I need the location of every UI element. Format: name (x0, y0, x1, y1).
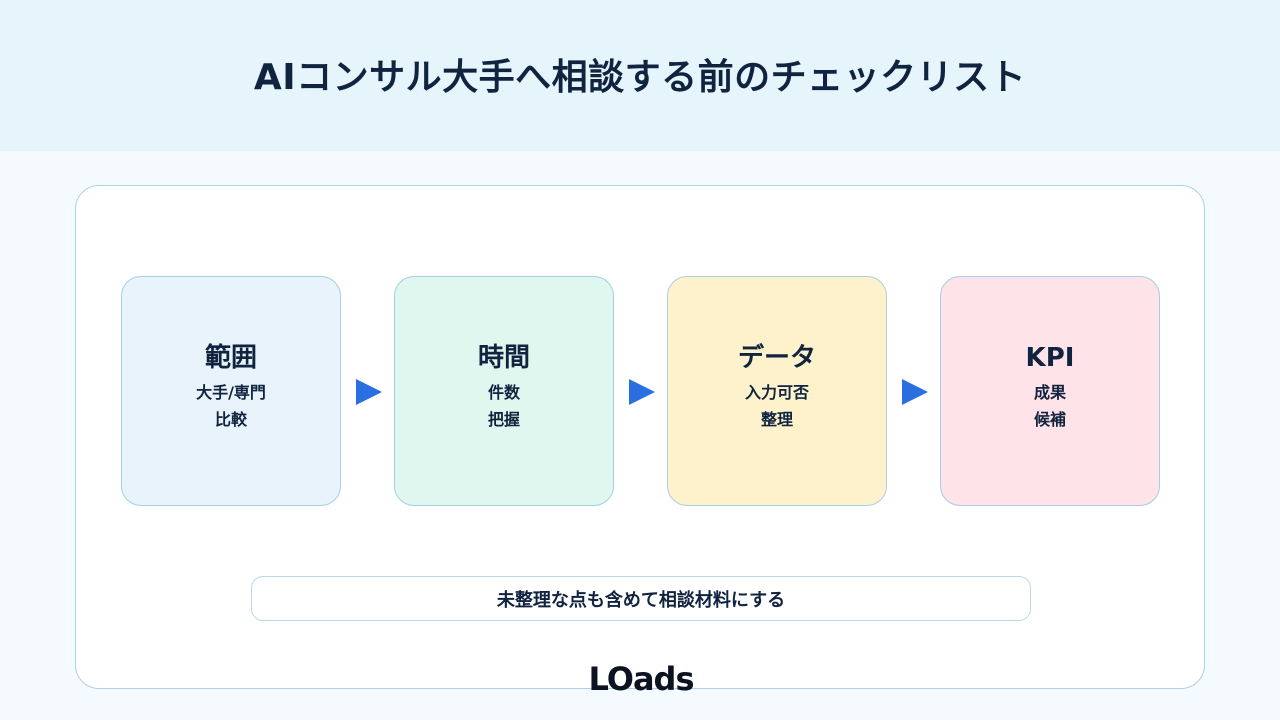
step-card-time: 時間 件数 把握 (394, 276, 614, 506)
page-title: AIコンサル大手へ相談する前のチェックリスト (253, 56, 1027, 98)
brand-logo: LOads (588, 660, 695, 698)
step-detail: 件数 (487, 383, 520, 402)
step-detail: 候補 (1033, 410, 1066, 429)
step-detail: 入力可否 (744, 383, 809, 402)
note-bar: 未整理な点も含めて相談材料にする (251, 576, 1031, 621)
step-detail: 整理 (760, 410, 793, 429)
step-detail: 大手/専門 (196, 383, 266, 402)
step-title: データ (737, 343, 816, 373)
step-title: 時間 (477, 343, 530, 373)
step-detail: 把握 (487, 410, 520, 429)
step-title: 範囲 (204, 343, 257, 373)
header-band: AIコンサル大手へ相談する前のチェックリスト (0, 0, 1280, 151)
step-title: KPI (1025, 343, 1075, 373)
arrow-right-icon (629, 379, 655, 405)
step-detail: 成果 (1033, 383, 1066, 402)
step-card-kpi: KPI 成果 候補 (940, 276, 1160, 506)
step-detail: 比較 (214, 410, 247, 429)
step-card-data: データ 入力可否 整理 (667, 276, 887, 506)
arrow-right-icon (902, 379, 928, 405)
checklist-panel: 範囲 大手/専門 比較 時間 件数 把握 データ 入力可否 整理 KPI 成果 … (75, 185, 1205, 698)
arrow-right-icon (356, 379, 382, 405)
step-card-scope: 範囲 大手/専門 比較 (121, 276, 341, 506)
